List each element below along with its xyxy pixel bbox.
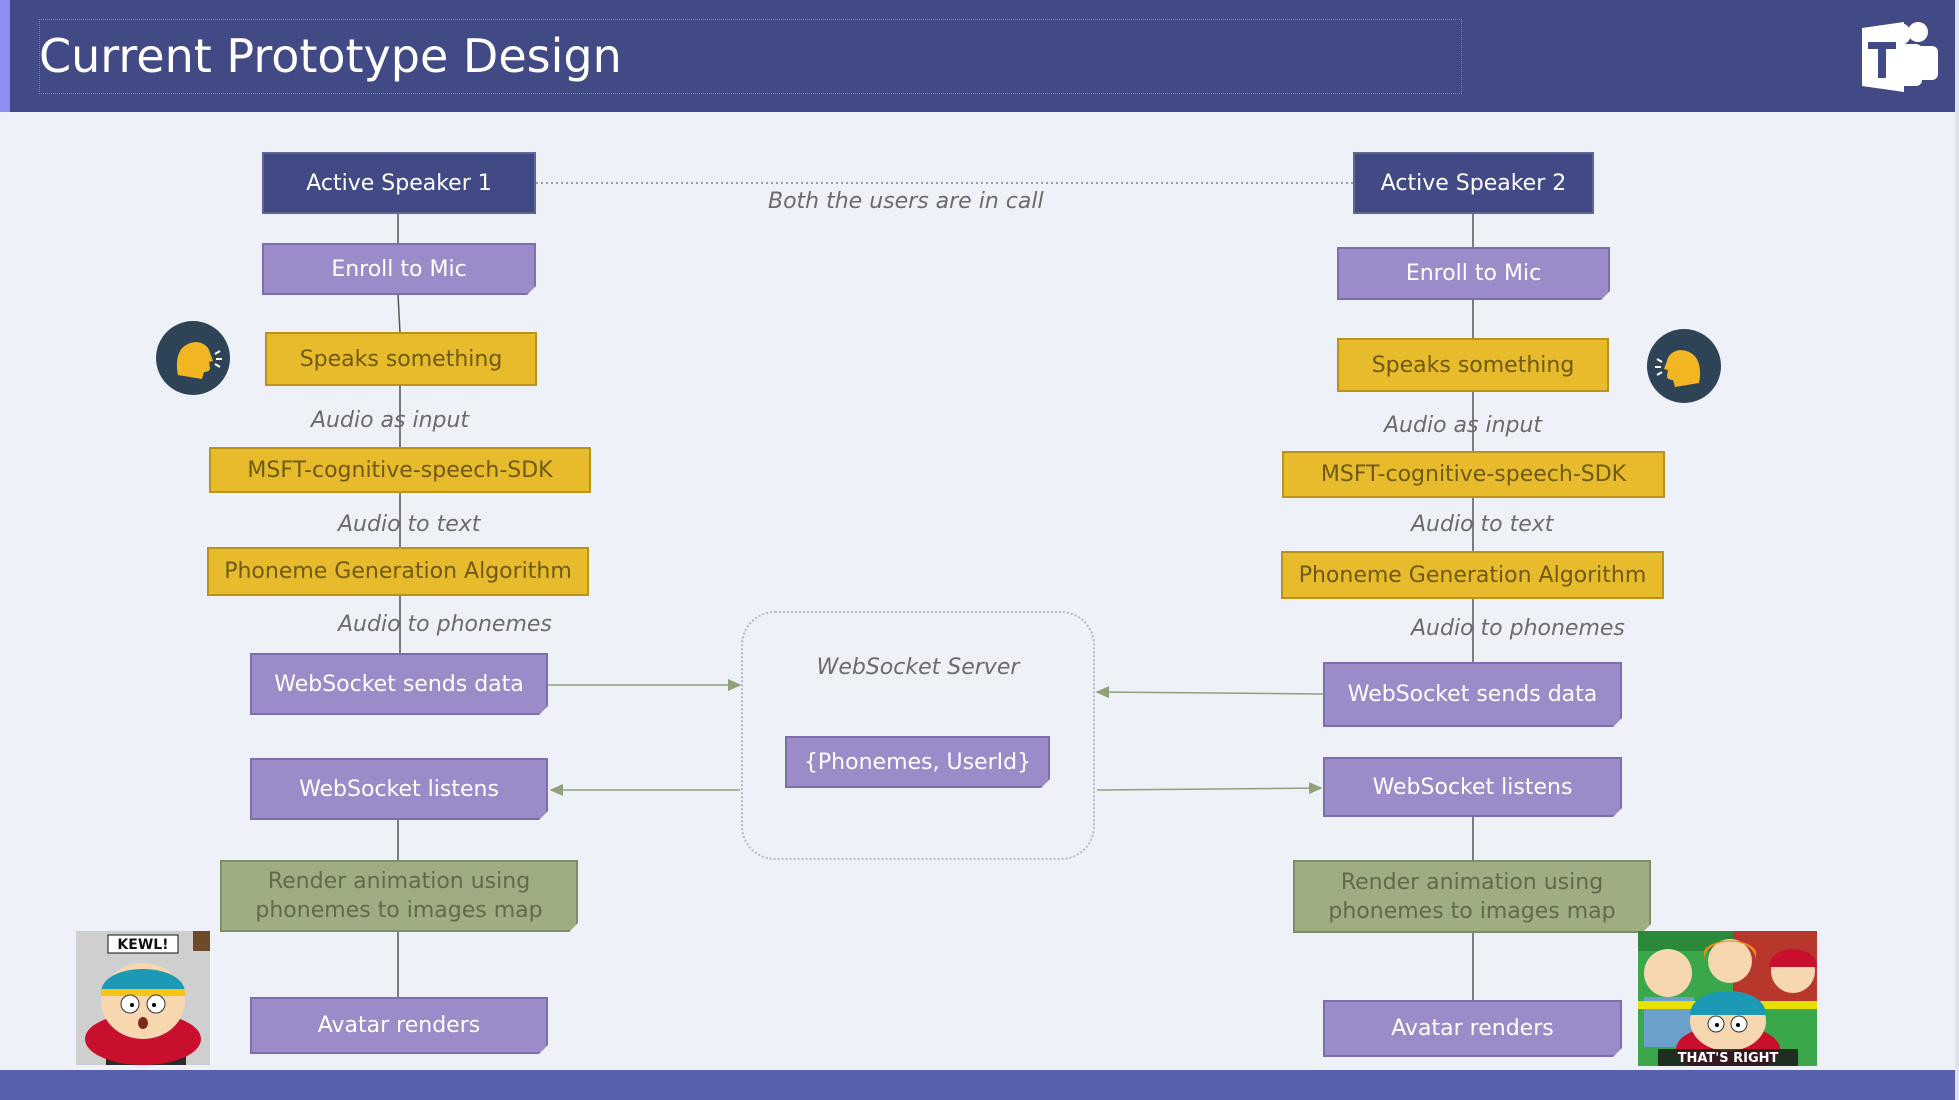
left-speaker-box[interactable]: Active Speaker 1 xyxy=(262,152,536,214)
right-avatar-sticker-image: THAT'S RIGHT xyxy=(1638,931,1817,1066)
right-render-box[interactable]: Render animation using phonemes to image… xyxy=(1293,860,1651,933)
left-render-box[interactable]: Render animation using phonemes to image… xyxy=(220,860,578,932)
right-sticker-text: THAT'S RIGHT xyxy=(1678,1051,1779,1066)
footer-bar xyxy=(0,1070,1959,1100)
left-audio-phonemes-label: Audio to phonemes xyxy=(338,612,552,637)
left-accent-bar xyxy=(0,0,10,112)
right-avatar-box[interactable]: Avatar renders xyxy=(1323,1000,1622,1057)
right-speaker-box[interactable]: Active Speaker 2 xyxy=(1353,152,1594,214)
left-render-label: Render animation using phonemes to image… xyxy=(255,869,543,923)
right-sdk-label: MSFT-cognitive-speech-SDK xyxy=(1320,462,1627,487)
right-sdk-box[interactable]: MSFT-cognitive-speech-SDK xyxy=(1282,451,1665,498)
title-placeholder-frame[interactable] xyxy=(39,19,1462,94)
left-sticker-text: KEWL! xyxy=(117,937,168,953)
left-avatar-box[interactable]: Avatar renders xyxy=(250,997,548,1054)
left-avatar-sticker-image: KEWL! xyxy=(76,931,210,1065)
left-ws-sends-label: WebSocket sends data xyxy=(274,671,524,697)
left-speaks-label: Speaks something xyxy=(299,346,503,372)
page-title[interactable]: Current Prototype Design xyxy=(39,29,622,83)
websocket-server-label: WebSocket Server xyxy=(816,655,1020,680)
left-ws-listens-box[interactable]: WebSocket listens xyxy=(250,758,548,820)
right-avatar-label: Avatar renders xyxy=(1391,1016,1554,1041)
left-enroll-box[interactable]: Enroll to Mic xyxy=(262,243,536,295)
right-audio-text-label: Audio to text xyxy=(1411,512,1554,537)
left-sdk-box[interactable]: MSFT-cognitive-speech-SDK xyxy=(209,447,591,493)
left-avatar-label: Avatar renders xyxy=(317,1013,481,1038)
left-audio-input-label: Audio as input xyxy=(311,408,470,433)
left-ws-sends-box[interactable]: WebSocket sends data xyxy=(250,653,548,715)
right-audio-input-label: Audio as input xyxy=(1384,413,1543,438)
left-phoneme-label: Phoneme Generation Algorithm xyxy=(224,559,572,584)
left-sdk-label: MSFT-cognitive-speech-SDK xyxy=(247,457,553,483)
right-ws-listens-label: WebSocket listens xyxy=(1372,774,1573,800)
speaking-head-icon xyxy=(156,321,230,395)
right-send-arrow xyxy=(1095,686,1324,699)
right-enroll-label: Enroll to Mic xyxy=(1405,261,1542,286)
left-enroll-label: Enroll to Mic xyxy=(331,256,467,282)
right-edge xyxy=(1955,0,1959,1100)
websocket-server-container[interactable] xyxy=(741,611,1095,860)
right-speaks-box[interactable]: Speaks something xyxy=(1337,338,1609,392)
right-ws-listens-box[interactable]: WebSocket listens xyxy=(1323,757,1622,817)
left-ws-listens-label: WebSocket listens xyxy=(299,776,499,802)
right-ws-sends-box[interactable]: WebSocket sends data xyxy=(1323,662,1622,727)
right-speaks-label: Speaks something xyxy=(1371,352,1575,378)
right-enroll-box[interactable]: Enroll to Mic xyxy=(1337,247,1610,300)
left-speaks-box[interactable]: Speaks something xyxy=(265,332,537,386)
right-audio-phonemes-label: Audio to phonemes xyxy=(1411,616,1625,641)
right-phoneme-label: Phoneme Generation Algorithm xyxy=(1298,562,1647,588)
right-phoneme-box[interactable]: Phoneme Generation Algorithm xyxy=(1281,551,1664,599)
left-speaker-label: Active Speaker 1 xyxy=(306,170,492,196)
speakers-connector-note: Both the users are in call xyxy=(768,189,1044,214)
left-phoneme-box[interactable]: Phoneme Generation Algorithm xyxy=(207,547,589,596)
right-speaker-label: Active Speaker 2 xyxy=(1380,170,1567,196)
microsoft-teams-logo-icon xyxy=(1862,22,1938,92)
left-audio-text-label: Audio to text xyxy=(338,512,481,537)
right-ws-sends-label: WebSocket sends data xyxy=(1347,682,1598,707)
right-render-label: Render animation using phonemes to image… xyxy=(1328,869,1616,924)
payload-box[interactable]: {Phonemes, UserId} xyxy=(785,736,1050,788)
speaking-head-icon xyxy=(1647,329,1721,403)
payload-label: {Phonemes, UserId} xyxy=(803,749,1032,775)
right-listen-arrow xyxy=(1096,782,1323,795)
